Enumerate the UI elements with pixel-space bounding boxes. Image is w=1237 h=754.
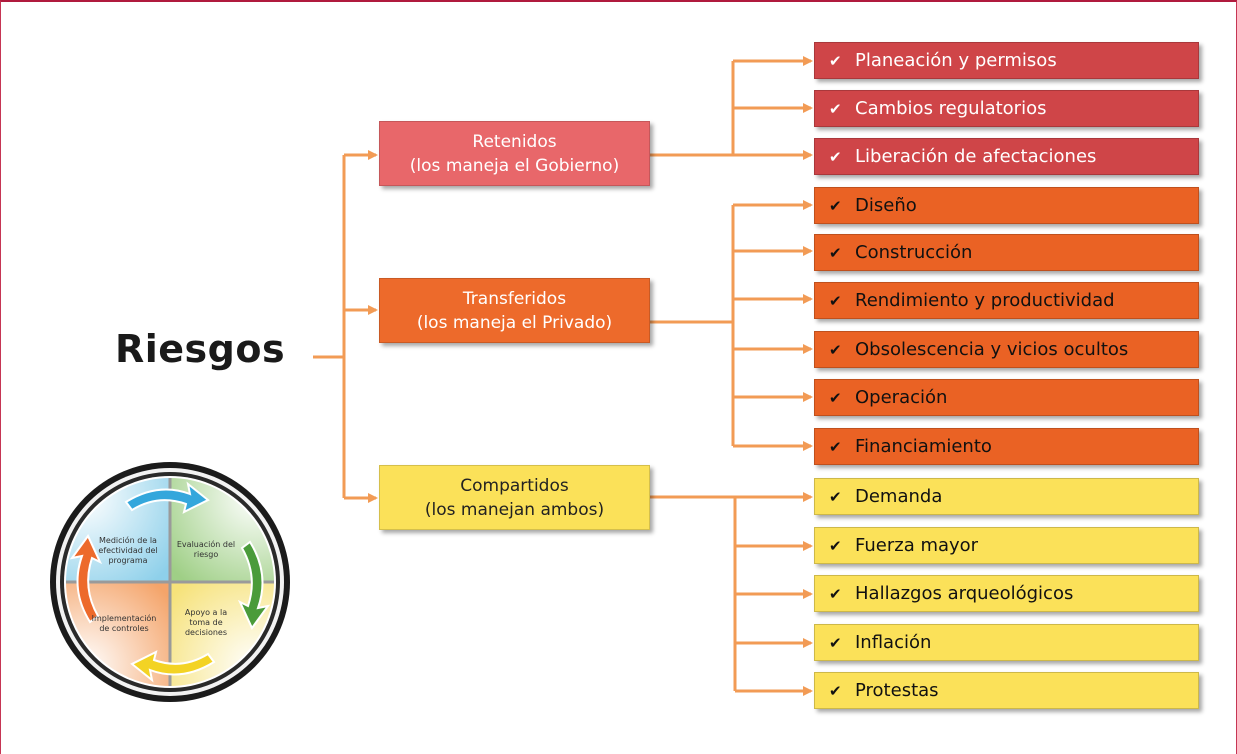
check-icon: ✔: [829, 536, 842, 555]
risk-item-label: Financiamiento: [855, 436, 992, 457]
risk-item: ✔ Demanda: [814, 478, 1199, 515]
cycle-quadrant-label: Medición de la efectividad del programa: [98, 536, 158, 565]
check-icon: ✔: [829, 51, 842, 70]
check-icon: ✔: [829, 681, 842, 700]
risk-item: ✔ Inflación: [814, 624, 1199, 661]
risk-item-label: Operación: [855, 387, 948, 408]
risk-item: ✔ Fuerza mayor: [814, 527, 1199, 564]
risk-item: ✔ Obsolescencia y vicios ocultos: [814, 331, 1199, 368]
check-icon: ✔: [829, 243, 842, 262]
risk-item: ✔ Construcción: [814, 234, 1199, 271]
check-icon: ✔: [829, 99, 842, 118]
root-node-label: Riesgos: [115, 327, 286, 371]
risk-item-label: Protestas: [855, 680, 939, 701]
cycle-ring-icon: [50, 462, 290, 702]
risk-item-label: Rendimiento y productividad: [855, 290, 1115, 311]
group-title: Transferidos: [462, 288, 567, 309]
risk-item-label: Planeación y permisos: [855, 50, 1057, 71]
risk-item-label: Fuerza mayor: [855, 535, 979, 556]
risk-item-label: Diseño: [855, 195, 917, 216]
check-icon: ✔: [829, 487, 842, 506]
check-icon: ✔: [829, 196, 842, 215]
risk-item: ✔ Financiamiento: [814, 428, 1199, 465]
cycle-quadrant-label: Apoyo a la toma de decisiones: [184, 608, 228, 637]
group-subtitle: (los maneja el Privado): [416, 312, 613, 333]
risk-item: ✔ Protestas: [814, 672, 1199, 709]
risk-item: ✔ Cambios regulatorios: [814, 90, 1199, 127]
check-icon: ✔: [829, 147, 842, 166]
risk-item-label: Inflación: [855, 632, 932, 653]
group-transferidos: Transferidos (los maneja el Privado): [379, 278, 650, 343]
check-icon: ✔: [829, 291, 842, 310]
check-icon: ✔: [829, 584, 842, 603]
check-icon: ✔: [829, 388, 842, 407]
group-subtitle: (los maneja el Gobierno): [409, 155, 620, 176]
risk-item-label: Hallazgos arqueológicos: [855, 583, 1074, 604]
risk-item-label: Demanda: [855, 486, 943, 507]
risk-cycle-graphic: Medición de la efectividad del programa …: [48, 460, 292, 704]
risk-item-label: Construcción: [855, 242, 973, 263]
group-compartidos: Compartidos (los manejan ambos): [379, 465, 650, 530]
risk-item: ✔ Diseño: [814, 187, 1199, 224]
risk-item-label: Cambios regulatorios: [855, 98, 1047, 119]
group-subtitle: (los manejan ambos): [424, 499, 605, 520]
risk-item: ✔ Liberación de afectaciones: [814, 138, 1199, 175]
risk-item-label: Obsolescencia y vicios ocultos: [855, 339, 1129, 360]
check-icon: ✔: [829, 437, 842, 456]
risk-item-label: Liberación de afectaciones: [855, 146, 1097, 167]
group-title: Compartidos: [460, 475, 569, 496]
cycle-quadrant-label: Evaluación del riesgo: [176, 540, 236, 559]
risk-item: ✔ Hallazgos arqueológicos: [814, 575, 1199, 612]
group-title: Retenidos: [472, 131, 557, 152]
cycle-quadrant-label: Implementación de controles: [91, 614, 157, 633]
check-icon: ✔: [829, 633, 842, 652]
check-icon: ✔: [829, 340, 842, 359]
risk-item: ✔ Operación: [814, 379, 1199, 416]
risk-item: ✔ Planeación y permisos: [814, 42, 1199, 79]
group-retenidos: Retenidos (los maneja el Gobierno): [379, 121, 650, 186]
risk-item: ✔ Rendimiento y productividad: [814, 282, 1199, 319]
